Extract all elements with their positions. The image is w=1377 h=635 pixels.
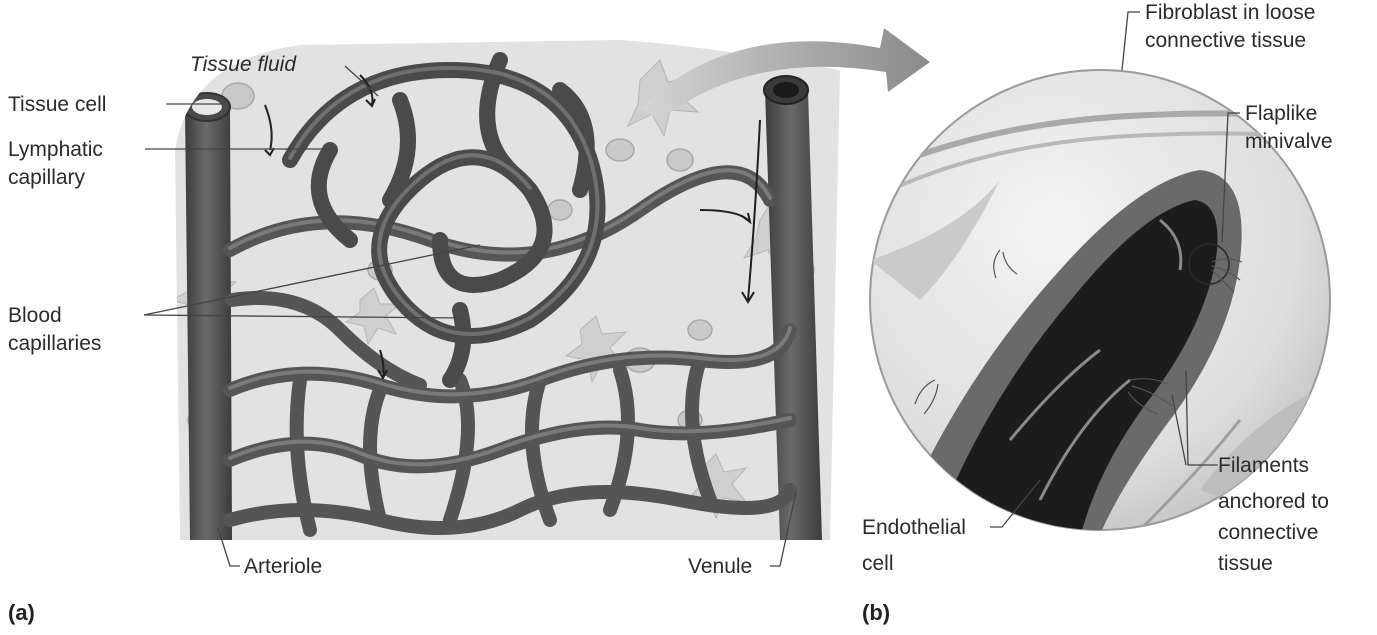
arteriole-vessel bbox=[185, 110, 232, 540]
label-endothelial-line2: cell bbox=[862, 551, 894, 576]
label-arteriole: Arteriole bbox=[244, 554, 322, 579]
label-venule: Venule bbox=[688, 554, 752, 579]
label-filaments-line4: tissue bbox=[1218, 551, 1273, 576]
label-fibroblast-line2: connective tissue bbox=[1145, 28, 1306, 53]
label-endothelial-line1: Endothelial bbox=[862, 515, 966, 540]
label-lymphatic-line1: Lymphatic bbox=[8, 137, 103, 162]
panel-a-illustration bbox=[170, 30, 850, 550]
panel-label-a: (a) bbox=[8, 600, 35, 626]
label-blood-line2: capillaries bbox=[8, 331, 101, 356]
label-tissue-cell: Tissue cell bbox=[8, 92, 106, 117]
label-minivalve-line2: minivalve bbox=[1245, 129, 1333, 154]
label-minivalve-line1: Flaplike bbox=[1245, 101, 1317, 126]
label-blood-line1: Blood bbox=[8, 303, 62, 328]
label-fibroblast-line1: Fibroblast in loose bbox=[1145, 0, 1315, 25]
label-filaments-line2: anchored to bbox=[1218, 489, 1329, 514]
panel-label-b: (b) bbox=[862, 600, 890, 626]
label-tissue-fluid: Tissue fluid bbox=[190, 52, 296, 77]
label-filaments-line3: connective bbox=[1218, 520, 1318, 545]
label-lymphatic-line2: capillary bbox=[8, 165, 85, 190]
label-filaments-line1: Filaments bbox=[1218, 453, 1309, 478]
leader-fibroblast bbox=[1122, 12, 1140, 70]
